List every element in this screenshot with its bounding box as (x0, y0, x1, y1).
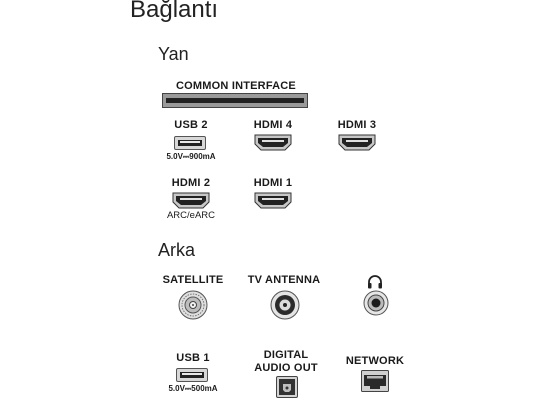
digital-audio-out-label: DIGITAL AUDIO OUT (248, 349, 324, 375)
hdmi1-label: HDMI 1 (253, 177, 293, 189)
usb1-spec: 5.0V⎓500mA (168, 384, 218, 393)
ethernet-port-icon (361, 370, 389, 392)
digital-audio-out-line2: AUDIO OUT (254, 362, 318, 374)
satellite-connector-icon (178, 290, 208, 320)
usb-port-icon (174, 136, 206, 150)
common-interface-label: COMMON INTERFACE (176, 80, 296, 92)
antenna-connector-icon (270, 290, 300, 320)
hdmi-port-icon (254, 134, 292, 151)
usb2-label: USB 2 (174, 119, 208, 131)
optical-port-icon (276, 376, 298, 398)
section-heading-back: Arka (158, 240, 196, 260)
common-interface-slot (162, 93, 308, 108)
page-title: Bağlantı (130, 0, 219, 23)
hdmi2-note: ARC/eARC (166, 210, 216, 221)
hdmi-port-icon (172, 192, 210, 209)
hdmi-port-icon (254, 192, 292, 209)
network-label: NETWORK (345, 355, 405, 367)
tv-antenna-label: TV ANTENNA (247, 274, 321, 286)
headphone-jack-icon (363, 290, 389, 316)
hdmi4-label: HDMI 4 (253, 119, 293, 131)
usb2-spec: 5.0V⎓900mA (166, 152, 216, 161)
hdmi3-label: HDMI 3 (337, 119, 377, 131)
satellite-label: SATELLITE (162, 274, 224, 286)
usb1-label: USB 1 (176, 352, 210, 364)
digital-audio-out-line1: DIGITAL (263, 349, 309, 361)
hdmi-port-icon (338, 134, 376, 151)
headphones-icon (367, 274, 383, 289)
hdmi2-label: HDMI 2 (171, 177, 211, 189)
section-heading-side: Yan (158, 44, 189, 64)
usb-port-icon (176, 368, 208, 382)
